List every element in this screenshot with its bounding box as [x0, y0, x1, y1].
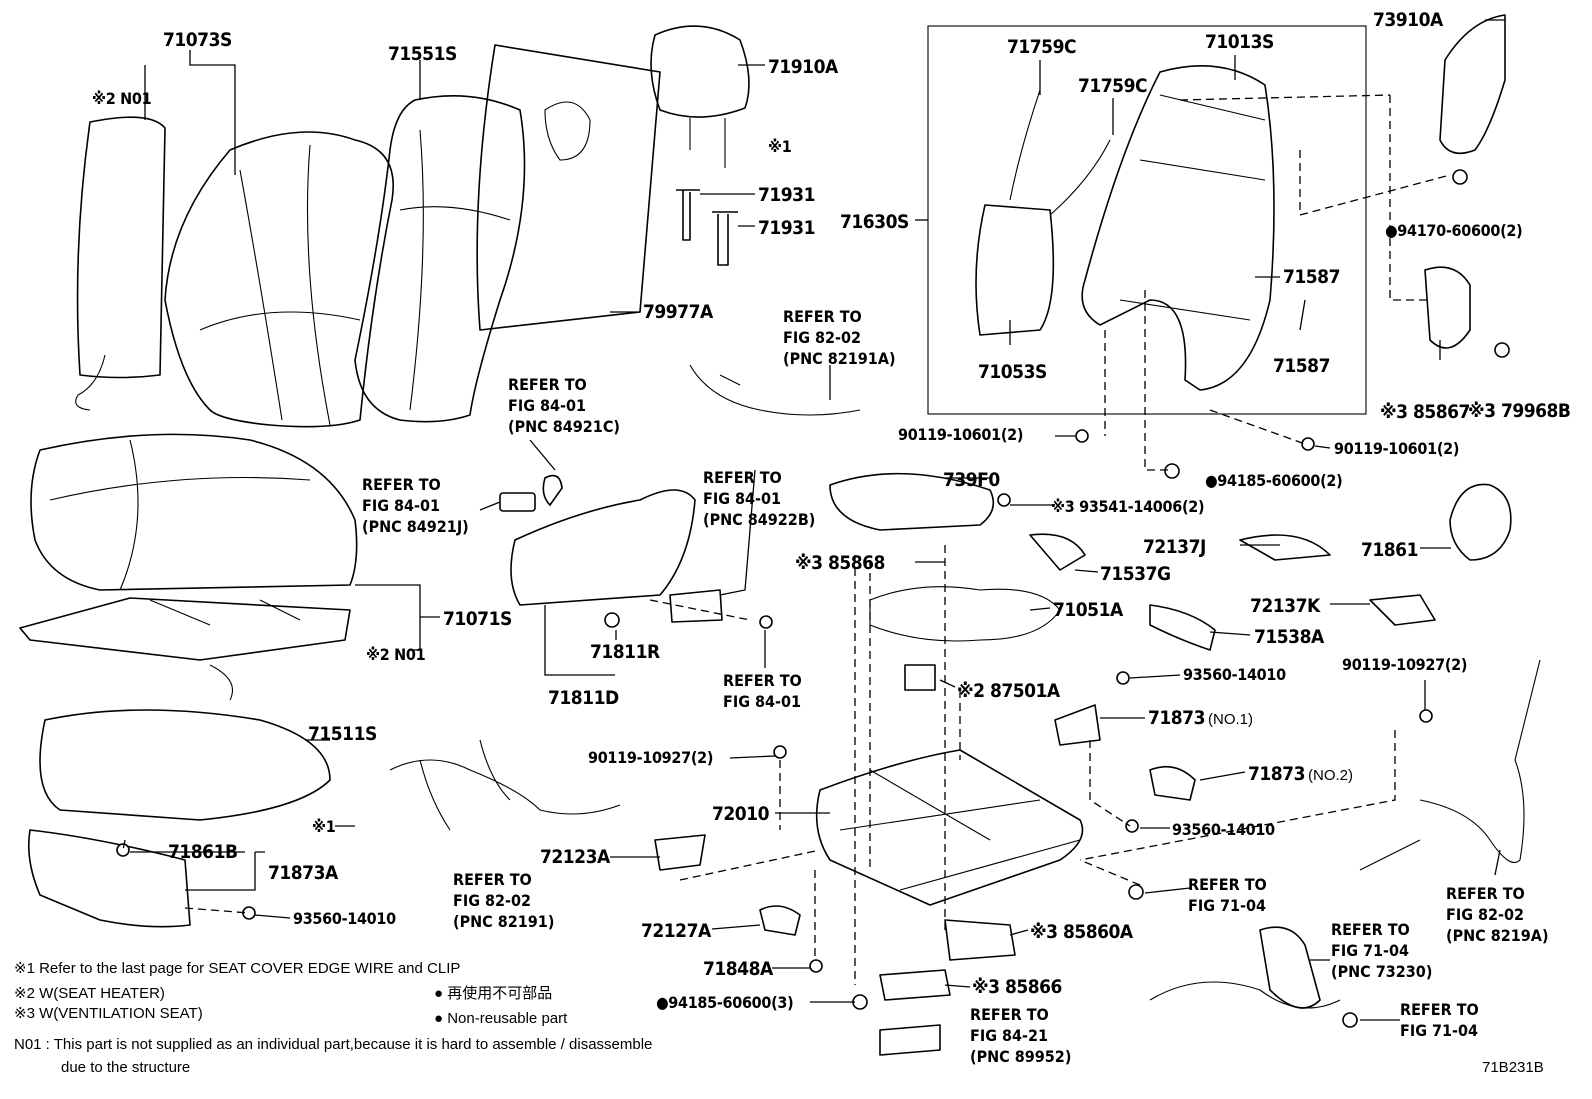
seatback-board — [476, 44, 661, 331]
note-mark3: ※3 W(VENTILATION SEAT) — [14, 1005, 203, 1022]
ref-82191A: REFER TO FIG 82-02 (PNC 82191A) — [783, 307, 896, 368]
label-71538A: 71538A — [1254, 626, 1325, 648]
label-90119-10601-a: 90119-10601(2) — [898, 425, 1023, 444]
label-93560-c: 93560-14010 — [293, 909, 396, 928]
label-71811D: 71811D — [548, 687, 619, 709]
seat-knob — [1449, 483, 1512, 561]
label-71931-a: 71931 — [758, 184, 815, 206]
lumbar-support — [975, 204, 1055, 336]
footnotes: ※1 Refer to the last page for SEAT COVER… — [14, 960, 1544, 1076]
ref-8219A: REFER TO FIG 82-02 (PNC 8219A) — [1446, 884, 1549, 945]
label-79977A: 79977A — [643, 301, 714, 323]
label-94185-b: ●94185-60600(3) — [656, 993, 793, 1012]
leader-lines — [130, 19, 1505, 1021]
label-71861B: 71861B — [168, 841, 238, 863]
label-71848A: 71848A — [703, 958, 774, 980]
label-85860A: ※3 85860A — [1030, 921, 1134, 943]
ref-84921J: REFER TO FIG 84-01 (PNC 84921J) — [362, 475, 469, 536]
seat-cushion-cover — [30, 433, 358, 591]
label-94170: ●94170-60600(2) — [1385, 221, 1522, 240]
label-no2: (NO.2) — [1308, 767, 1353, 784]
assembly-lines — [122, 94, 1451, 985]
note-japanese: ● 再使用不可部品 — [434, 985, 552, 1002]
label-93541: ※3 93541-14006(2) — [1051, 497, 1204, 516]
label-N01-top: ※2 N01 — [92, 89, 152, 108]
label-71873-no2: 71873 — [1248, 763, 1305, 785]
label-739F0: 739F0 — [943, 469, 1000, 491]
diagram-code: 71B231B — [1482, 1059, 1544, 1076]
label-87501A: ※2 87501A — [957, 680, 1061, 702]
side-shield — [510, 489, 696, 606]
headrest — [650, 25, 750, 118]
label-71759C-a: 71759C — [1007, 36, 1076, 58]
label-71013S: 71013S — [1205, 31, 1274, 53]
note-mark2: ※2 W(SEAT HEATER) — [14, 985, 165, 1002]
note-n01-cont: due to the structure — [61, 1059, 190, 1076]
ref-84-01: REFER TO FIG 84-01 — [723, 671, 807, 711]
label-71551S: 71551S — [388, 43, 457, 65]
ref-71-04-a: REFER TO FIG 71-04 — [1188, 875, 1272, 915]
cushion-pad — [39, 709, 331, 821]
seat-adjuster-frame — [815, 749, 1084, 906]
label-93560-a: 93560-14010 — [1183, 665, 1286, 684]
label-N01-bottom: ※2 N01 — [366, 645, 426, 664]
label-71759C-b: 71759C — [1078, 75, 1147, 97]
label-90119-10927-right: 90119-10927(2) — [1342, 655, 1467, 674]
seatback-cover — [164, 131, 394, 428]
label-71873A: 71873A — [268, 862, 339, 884]
ref-84922B: REFER TO FIG 84-01 (PNC 84922B) — [703, 468, 815, 529]
ventilation-pad — [829, 472, 995, 531]
note-non-reusable: ● Non-reusable part — [434, 1010, 568, 1027]
label-71910A: 71910A — [768, 56, 839, 78]
label-72137J: 72137J — [1143, 536, 1206, 558]
label-no1: (NO.1) — [1208, 711, 1253, 728]
ref-84921C: REFER TO FIG 84-01 (PNC 84921C) — [508, 375, 620, 436]
ref-71-04-b: REFER TO FIG 71-04 — [1400, 1000, 1484, 1040]
ref-89952: REFER TO FIG 84-21 (PNC 89952) — [970, 1005, 1071, 1066]
label-72137K: 72137K — [1250, 595, 1321, 617]
label-71931-b: 71931 — [758, 217, 815, 239]
label-72010: 72010 — [712, 803, 770, 825]
part-labels: 71073S ※2 N01 71551S 71910A ※1 71931 719… — [92, 9, 1571, 1012]
label-71630S: 71630S — [840, 211, 909, 233]
label-71537G: 71537G — [1100, 563, 1171, 585]
label-79968B: ※3 79968B — [1468, 400, 1570, 422]
note-n01: N01 : This part is not supplied as an in… — [14, 1036, 652, 1053]
reference-labels: REFER TO FIG 82-02 (PNC 82191A) REFER TO… — [362, 307, 1549, 1066]
label-71073S: 71073S — [163, 29, 232, 51]
label-71873-no1: 71873 — [1148, 707, 1205, 729]
label-71861: 71861 — [1361, 539, 1418, 561]
ref-73230: REFER TO FIG 71-04 (PNC 73230) — [1331, 920, 1432, 981]
label-mark1-top: ※1 — [768, 137, 792, 156]
seatback-pad — [354, 94, 526, 423]
wire-harness — [389, 739, 621, 831]
label-90119-10927-left: 90119-10927(2) — [588, 748, 713, 767]
label-85866: ※3 85866 — [972, 976, 1062, 998]
label-71811R: 71811R — [590, 641, 660, 663]
seatback-frame — [1081, 65, 1275, 391]
label-85867: ※3 85867 — [1380, 401, 1470, 423]
note-mark1: ※1 Refer to the last page for SEAT COVER… — [14, 960, 460, 977]
label-71053S: 71053S — [978, 361, 1047, 383]
label-71587-b: 71587 — [1273, 355, 1330, 377]
label-73910A: 73910A — [1373, 9, 1444, 31]
label-72123A: 72123A — [540, 846, 611, 868]
label-71511S: 71511S — [308, 723, 377, 745]
ref-82191: REFER TO FIG 82-02 (PNC 82191) — [453, 870, 554, 931]
ventilation-blower — [1424, 266, 1471, 349]
cushion-shield — [27, 829, 191, 928]
label-94185-a: ●94185-60600(2) — [1205, 471, 1342, 490]
label-90119-10601-b: 90119-10601(2) — [1334, 439, 1459, 458]
part-drawings — [19, 14, 1541, 1056]
label-71071S: 71071S — [443, 608, 512, 630]
label-71587-a: 71587 — [1283, 266, 1340, 288]
label-71051A: 71051A — [1053, 599, 1124, 621]
label-93560-b: 93560-14010 — [1172, 820, 1275, 839]
label-mark1-bottom: ※1 — [312, 817, 336, 836]
cushion-heater-mat — [19, 597, 351, 661]
label-85868: ※3 85868 — [795, 552, 885, 574]
seatback-heater-pad — [76, 116, 166, 379]
label-72127A: 72127A — [641, 920, 712, 942]
